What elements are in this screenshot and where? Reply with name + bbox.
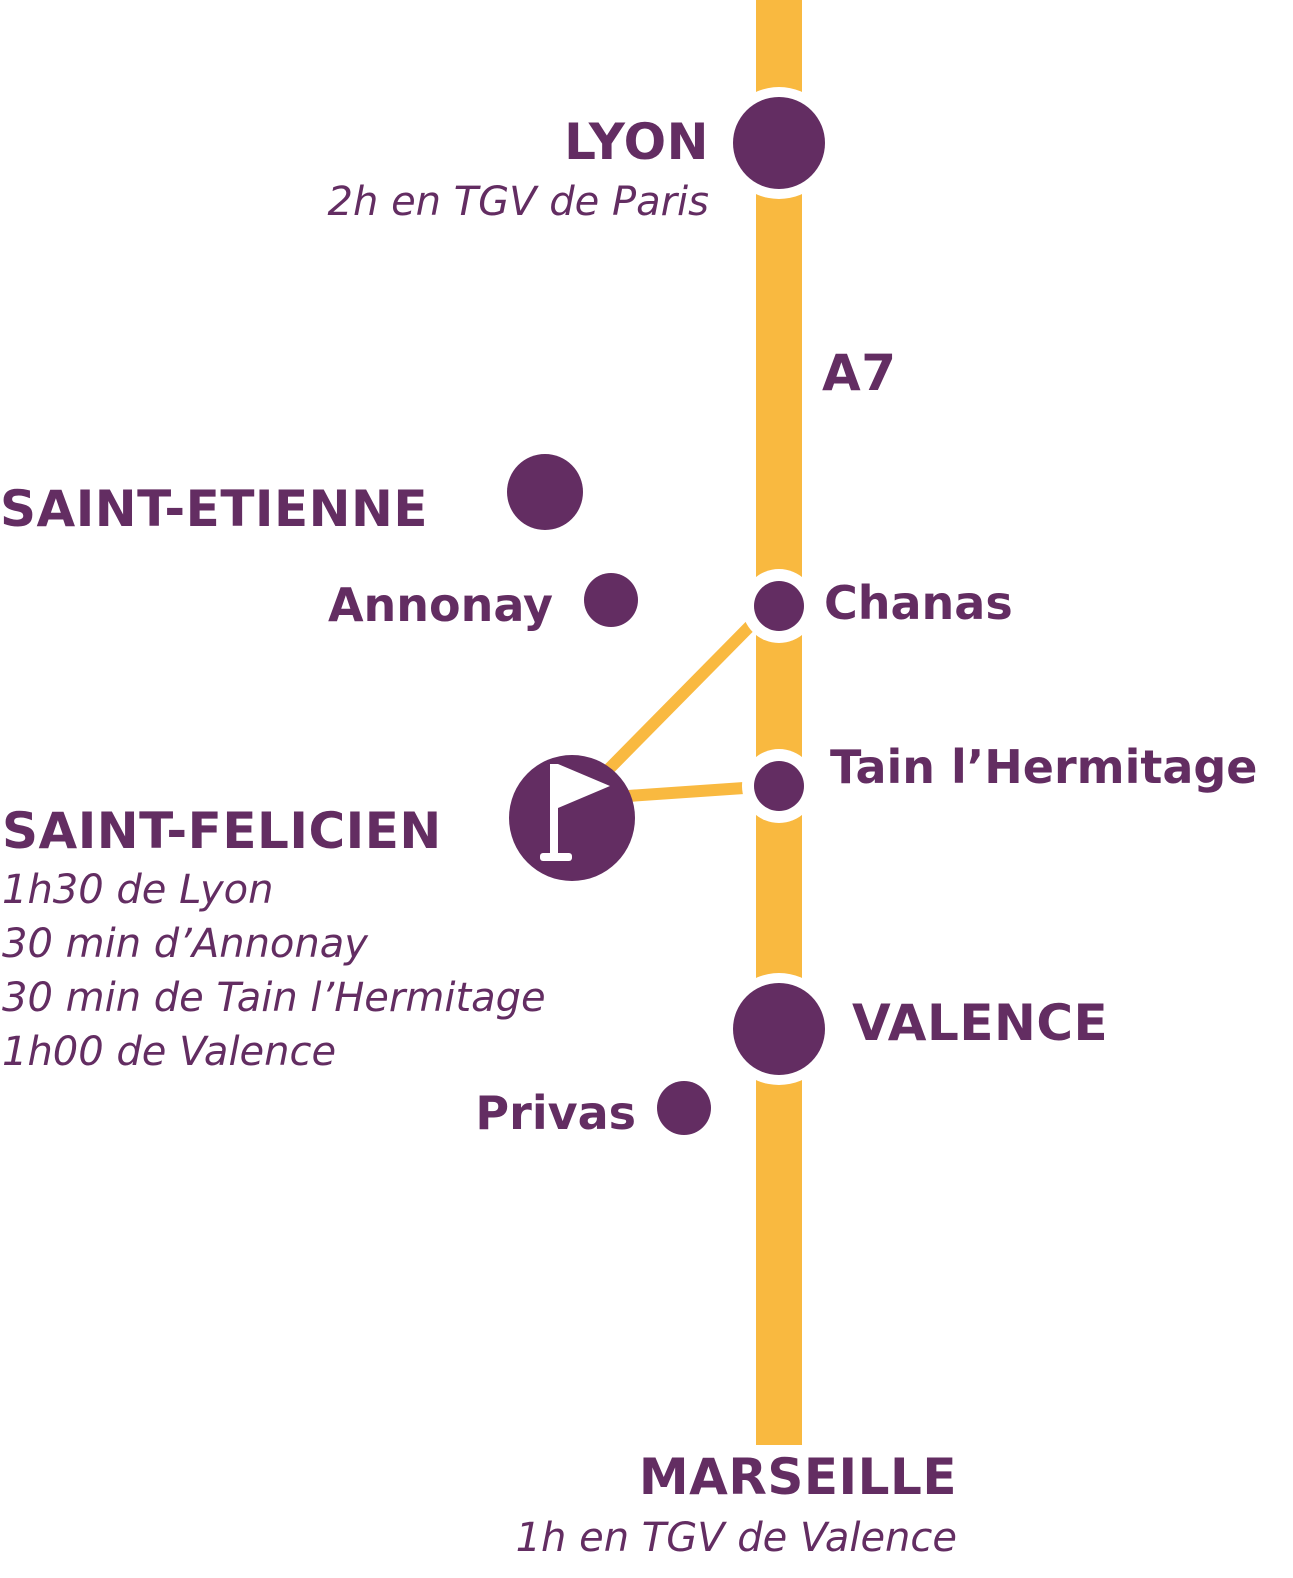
privas-marker[interactable]	[657, 1081, 711, 1135]
saint-etienne-marker[interactable]	[507, 454, 583, 530]
lyon-label: LYON	[564, 113, 709, 171]
chanas-marker[interactable]	[754, 581, 804, 631]
connector-tain	[627, 782, 745, 802]
a7-motorway-line	[756, 0, 802, 1445]
saint-etienne-label: SAINT-ETIENNE	[0, 480, 429, 538]
marseille-label: MARSEILLE	[638, 1448, 957, 1506]
annonay-marker[interactable]	[584, 573, 638, 627]
saint-felicien-note: 1h30 de Lyon	[2, 867, 274, 913]
saint-felicien-note: 30 min d’Annonay	[2, 921, 368, 967]
valence-marker[interactable]	[733, 983, 825, 1075]
lyon-marker[interactable]	[733, 97, 825, 189]
tain-marker[interactable]	[754, 761, 804, 811]
saint-felicien-note: 30 min de Tain l’Hermitage	[2, 975, 546, 1021]
connector-chanas	[601, 619, 757, 777]
saint-felicien-label: SAINT-FELICIEN	[2, 802, 442, 860]
tain-label: Tain l’Hermitage	[830, 740, 1258, 794]
chanas-label: Chanas	[824, 576, 1013, 630]
a7-label: A7	[822, 344, 897, 402]
annonay-label: Annonay	[327, 578, 553, 632]
saint-felicien-note: 1h00 de Valence	[2, 1029, 337, 1075]
marseille-note: 1h en TGV de Valence	[515, 1515, 957, 1561]
lyon-note: 2h en TGV de Paris	[327, 179, 709, 225]
valence-label: VALENCE	[852, 994, 1109, 1052]
golf-flag-icon	[540, 764, 610, 861]
privas-label: Privas	[475, 1086, 636, 1140]
